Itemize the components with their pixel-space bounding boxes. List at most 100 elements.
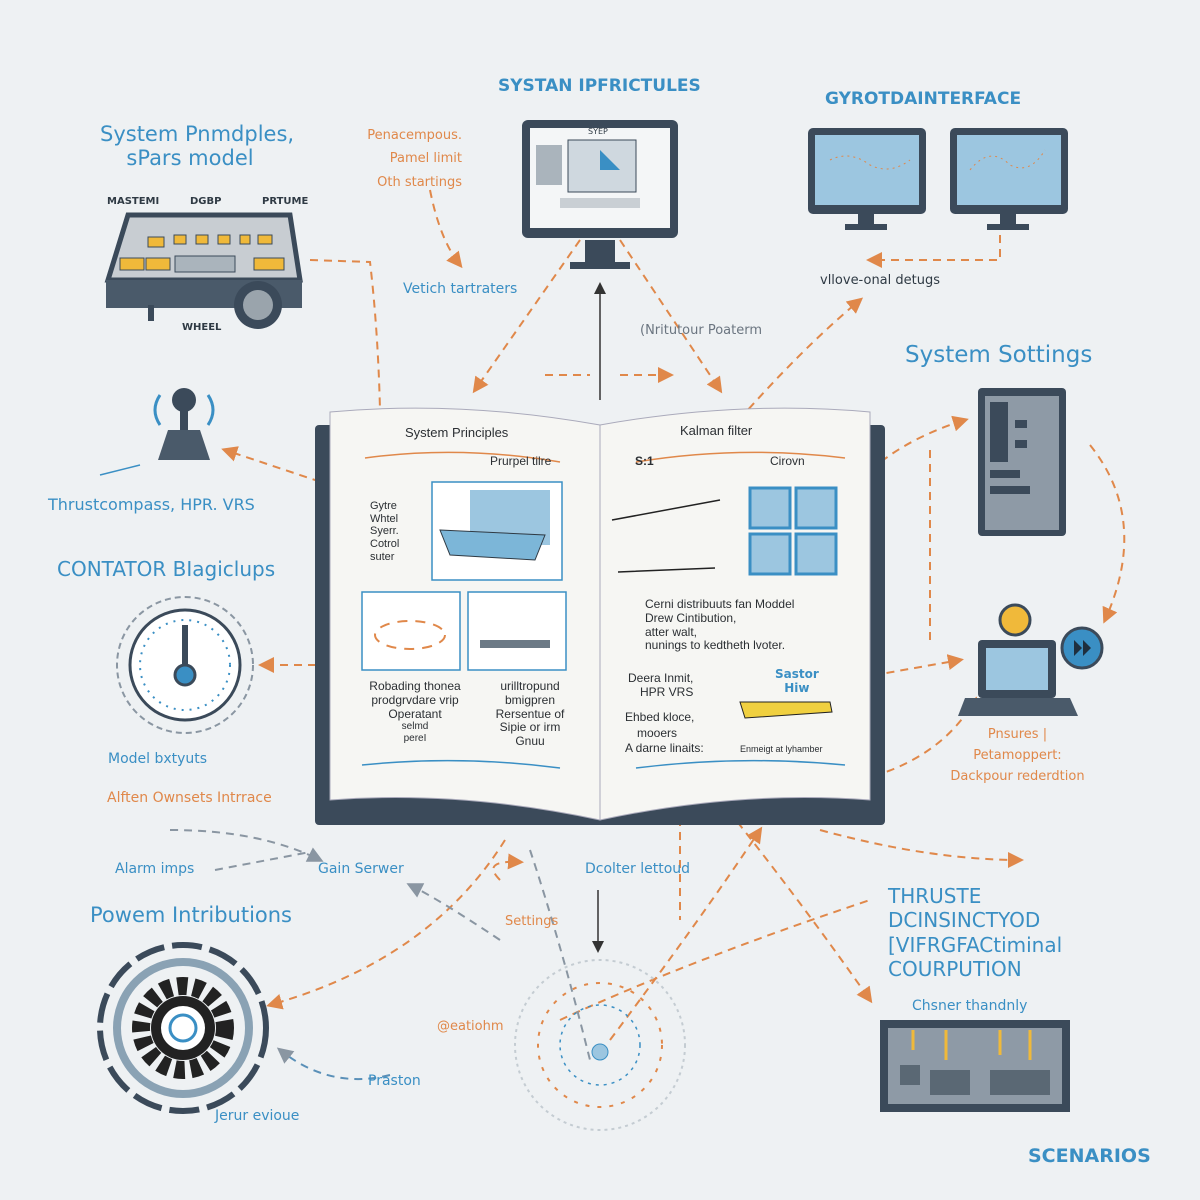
text-line: Drew Cintibution, (645, 610, 737, 625)
text-line: mooers (637, 725, 678, 740)
text-line: Ehbed kloce, (625, 710, 695, 724)
monitor-icon (808, 128, 926, 230)
text-line: Whtel (370, 512, 399, 525)
text-line: Cotrol (370, 537, 400, 550)
text-line: prodgrvdare vrip (371, 692, 459, 707)
arrow (529, 849, 591, 1061)
text-line: Hiw (784, 680, 810, 695)
book-text: Deera Inmit, HPR VRS (628, 671, 694, 700)
connector-arrows (169, 189, 1126, 1081)
text-line: suter (370, 550, 395, 563)
server-tower-icon (978, 388, 1066, 536)
arrow (221, 446, 361, 496)
book-caption: Robading thonea prodgrvdare vrip Operata… (355, 679, 475, 744)
section-title: THRUSTE DCINSINCTYOD [VIFRGFACtiminal CO… (888, 884, 1062, 982)
book-text: Ehbed kloce, mooers A darne linaits: (625, 710, 704, 757)
note: Penacempous. (367, 128, 462, 143)
control-console-icon (104, 212, 303, 329)
text-line: Gnuu (515, 734, 545, 749)
console-label: PRTUME (262, 196, 309, 207)
label: Thrustcompass, HPR. VRS (48, 495, 255, 514)
text-line: urilltropund (500, 679, 560, 693)
label: Model bxtyuts (108, 751, 208, 767)
compass-dial-icon (116, 596, 254, 734)
section-title: SYSTAN IPFRICTULES (498, 76, 701, 96)
section-title: Powem Intributions (90, 903, 293, 927)
arrow (492, 853, 524, 881)
section-title: CONTATOR BIagiclups (57, 557, 276, 581)
title-line: [VIFRGFACtiminal (888, 932, 1063, 957)
joystick-icon (153, 388, 215, 460)
book-caption: urilltropund bmigpren Rersentue of Sipie… (485, 679, 575, 749)
label: Chsner thandnly (912, 998, 1028, 1014)
note: Dackpour rederdtion (950, 768, 1085, 784)
arrow (719, 799, 873, 1004)
arrow (406, 883, 501, 941)
arrow (819, 829, 1024, 868)
text-line: selmd (401, 721, 429, 733)
note: Oth startings (377, 174, 462, 190)
book-side-text: Gytre Whtel Syerr. Cotrol suter (370, 500, 399, 563)
arrow (276, 1047, 391, 1081)
radar-icon (514, 959, 686, 1131)
arrow (619, 239, 723, 394)
label: vllove-onal detugs (820, 273, 941, 288)
title-line: THRUSTE (888, 884, 982, 908)
book-page-title: Kalman filter (680, 423, 753, 438)
text-line: Gytre (370, 500, 397, 512)
monitor-caption: SYEP (588, 127, 608, 136)
section-title: SCENARIOS (1028, 1145, 1151, 1167)
text-line: pereI (403, 732, 427, 744)
title-line: System Pnmdples, (100, 122, 295, 146)
arrow (309, 259, 381, 411)
monitor-icon (522, 120, 678, 269)
text-line: Sastor (775, 667, 819, 681)
label: Settings (505, 914, 559, 929)
arrow (1089, 444, 1126, 624)
arrow (559, 899, 871, 1021)
label: Dcolter lettoud (585, 861, 691, 877)
arrow (866, 235, 1001, 268)
console-label: MASTEMI (107, 196, 160, 207)
control-panel-icon (880, 1020, 1070, 1112)
arrow (729, 297, 864, 431)
monitor-icon (950, 128, 1068, 230)
text-line: HPR VRS (640, 684, 694, 699)
text-line: bmigpren (504, 692, 556, 707)
book-caption: Enmeigt at lyhamber (740, 744, 823, 754)
note: Petamoppert: (973, 747, 1062, 763)
book-subtitle: Prurpel tilre (490, 454, 552, 468)
label: Praston (368, 1073, 421, 1089)
label: Gain Serwer (318, 861, 404, 877)
text-line: Deera Inmit, (628, 671, 694, 685)
title-line: COURPUTION (888, 957, 1022, 982)
open-book (315, 407, 885, 825)
arrow (859, 415, 969, 481)
text-line: Syerr. (370, 525, 399, 538)
text-line: atter walt, (645, 624, 698, 639)
arrow (266, 839, 506, 1010)
text-line: Robading thonea (369, 679, 461, 693)
label: Vetich tartraters (403, 281, 518, 297)
gear-ring-icon (97, 942, 269, 1114)
console-label: DGBP (190, 196, 222, 207)
label: Alften Ownsets Intrrace (107, 790, 272, 806)
arrow (214, 851, 311, 871)
arrow (609, 826, 763, 1041)
label: Jerur evioue (215, 1108, 300, 1124)
book-subtitle: Cirovn (770, 454, 805, 468)
label: (Nritutour Poaterm (640, 323, 763, 338)
book-paragraph: Cerni distribuuts fan Moddel Drew Cintib… (645, 597, 795, 653)
arrow (99, 464, 141, 476)
arrow (169, 829, 324, 862)
section-title: System Pnmdples, sPars model (100, 122, 295, 170)
book-highlight: Sastor Hiw (775, 667, 819, 696)
text-line: Rersentue of (495, 706, 565, 721)
section-number: S:1 (635, 454, 654, 468)
text-line: Sipie or irm (499, 720, 561, 735)
text-line: Cerni distribuuts fan Moddel (645, 597, 795, 611)
console-label: WHEEL (182, 322, 222, 333)
label: @eatiohm (437, 1019, 504, 1034)
section-title: GYROTDAINTERFACE (825, 89, 1022, 109)
